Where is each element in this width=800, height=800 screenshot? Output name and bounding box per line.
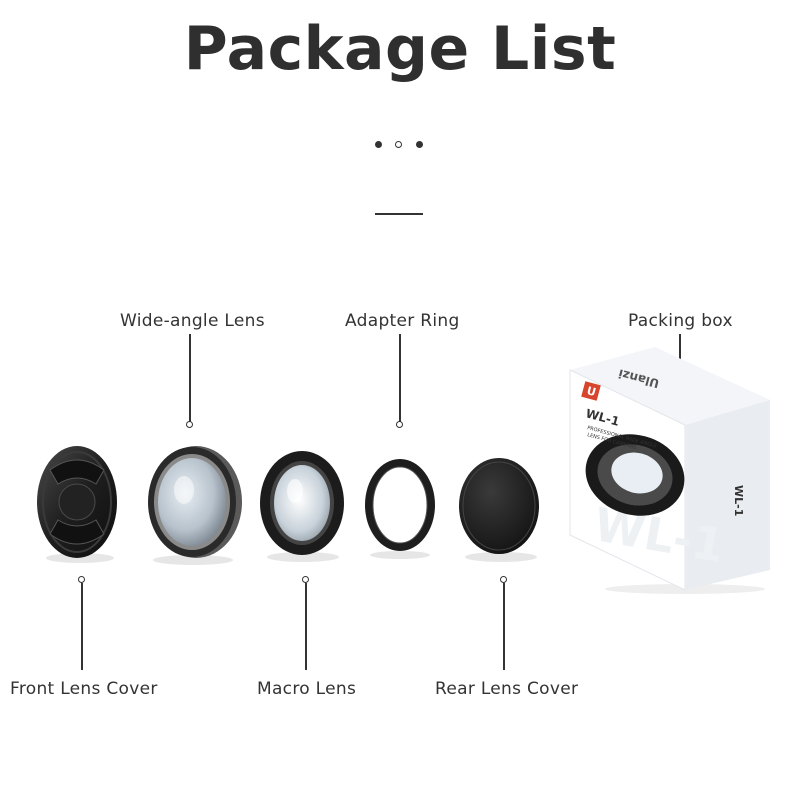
label-macro-lens: Macro Lens (257, 679, 357, 699)
leader-dot (78, 576, 85, 583)
leader-wide-angle (189, 334, 191, 422)
label-rear-lens-cover: Rear Lens Cover (435, 679, 579, 699)
leader-dot (186, 421, 193, 428)
title-underline (375, 213, 423, 215)
label-adapter-ring: Adapter Ring (345, 311, 460, 331)
page-title: Package List (183, 14, 617, 84)
box-logo-letter: U (585, 384, 597, 399)
leader-dot (500, 576, 507, 583)
dots-divider (370, 139, 430, 151)
dot-filled (416, 141, 423, 148)
leader-rear-cover (503, 583, 505, 670)
leader-macro (305, 583, 307, 670)
label-packing-box: Packing box (628, 311, 733, 331)
macro-lens-image (260, 451, 344, 562)
label-front-lens-cover: Front Lens Cover (10, 679, 158, 699)
dot-filled (375, 141, 382, 148)
packing-box-image: WL-1 U Ulanzi WL-1 PROFESSIONAL WIDE ANG… (569, 347, 770, 594)
leader-front-cover (81, 583, 83, 670)
rear-lens-cover-image (459, 458, 539, 562)
leader-dot (396, 421, 403, 428)
label-wide-angle-lens: Wide-angle Lens (120, 311, 265, 331)
box-side-model: WL-1 (732, 485, 745, 516)
adapter-ring-image (365, 459, 435, 559)
leader-dot (302, 576, 309, 583)
front-lens-cover-image (37, 446, 117, 563)
dot-hollow (395, 141, 402, 148)
leader-adapter (399, 334, 401, 422)
wide-angle-lens-image (148, 446, 242, 565)
